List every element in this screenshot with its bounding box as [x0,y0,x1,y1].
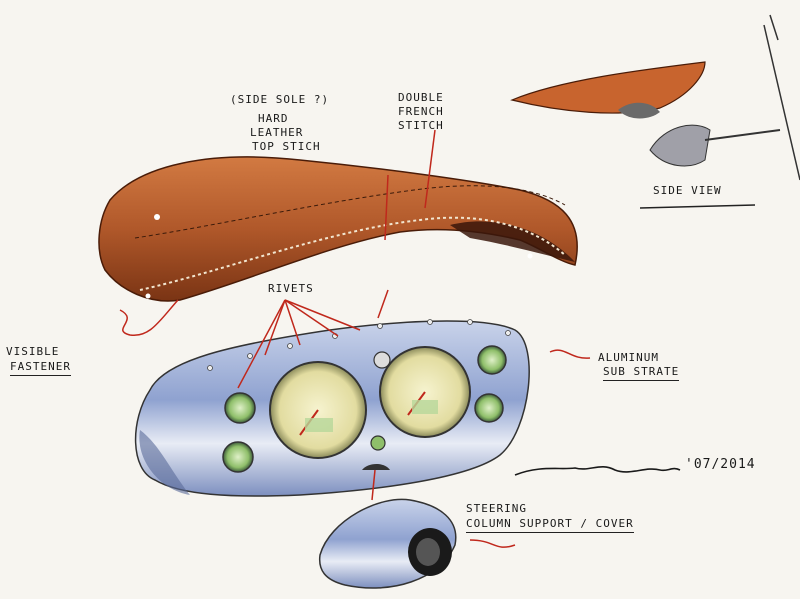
side-sole-note: (SIDE SOLE ?) [230,93,330,106]
hard-leather-note-3: TOP STICH [252,140,321,153]
gauge-tachometer [379,346,471,438]
steering-note-1: STEERING [466,502,527,515]
signature [514,466,681,476]
double-french-note-2: FRENCH [398,105,444,118]
double-french-note-1: DOUBLE [398,91,444,104]
rivets [207,319,511,371]
leather-hood [98,156,578,302]
side-view-label: SIDE VIEW [653,184,722,197]
visible-fastener-1: VISIBLE [6,345,60,358]
small-gauges [222,345,507,473]
visible-fastener-2: FASTENER [10,361,71,376]
aluminum-note-1: ALUMINUM [598,351,659,364]
gauge-speedometer [269,361,367,459]
signature-date: '07/2014 [685,457,756,472]
hard-leather-note-1: HARD [258,112,289,125]
aluminum-note-2: SUB STRATE [603,366,680,381]
steering-note-2: COLUMN SUPPORT / COVER [466,518,634,533]
leader-lines [119,129,591,548]
double-french-note-3: STITCH [398,119,444,132]
steering-column-cover [318,498,457,589]
gauge-cluster [134,319,530,497]
rivets-label: RIVETS [268,282,314,295]
hard-leather-note-2: LEATHER [250,126,304,139]
side-view-sketch [510,14,800,209]
